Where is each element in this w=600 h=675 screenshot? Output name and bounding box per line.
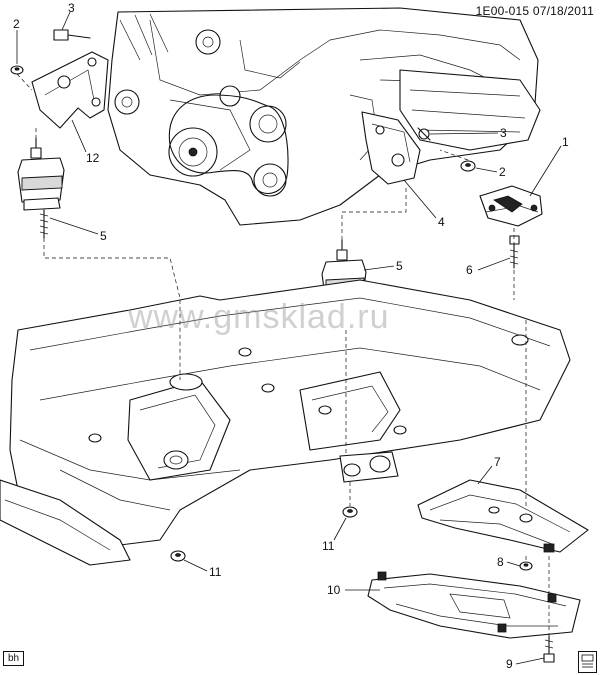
callout-2-right: 2	[499, 165, 506, 179]
leader-lines	[16, 11, 562, 665]
callout-3-top: 3	[68, 1, 75, 15]
transmission-crossmember-7	[417, 479, 589, 553]
callout-5-center: 5	[396, 259, 403, 273]
alignment-lines	[16, 73, 550, 636]
callout-1: 1	[562, 135, 569, 149]
mount-bracket-4	[361, 111, 421, 185]
callout-7: 7	[494, 455, 501, 469]
front-frame-cradle	[0, 279, 571, 566]
nut-2-top	[10, 65, 24, 75]
nut-2-right	[460, 160, 476, 172]
nut-8	[519, 561, 533, 571]
callout-11-left: 11	[209, 565, 222, 579]
bolt-3-top	[53, 29, 91, 41]
document-id: 1E00-015 07/18/2011	[475, 4, 594, 18]
bolt-6	[509, 235, 520, 269]
callout-4: 4	[438, 215, 445, 229]
callout-6: 6	[466, 263, 473, 277]
callout-8: 8	[497, 555, 504, 569]
callout-12: 12	[86, 151, 100, 165]
nut-11-center	[342, 506, 358, 518]
bolt-3-right	[417, 127, 431, 141]
callout-10: 10	[327, 583, 341, 597]
nut-11-left	[170, 550, 186, 562]
callout-9: 9	[506, 657, 513, 671]
skid-plate-10	[367, 571, 581, 639]
callout-3-right: 3	[500, 126, 507, 140]
callout-11-center: 11	[322, 539, 335, 553]
callout-5-left: 5	[100, 229, 107, 243]
engine-assembly	[107, 7, 541, 226]
engine-mount-5-left	[17, 137, 65, 239]
bolt-9	[543, 635, 555, 663]
callout-2-top: 2	[13, 17, 20, 31]
mount-bracket-12	[31, 51, 109, 129]
corner-tag: bh	[3, 651, 25, 666]
parts-catalog-icon	[578, 651, 597, 673]
transmission-mount-1	[479, 185, 543, 227]
